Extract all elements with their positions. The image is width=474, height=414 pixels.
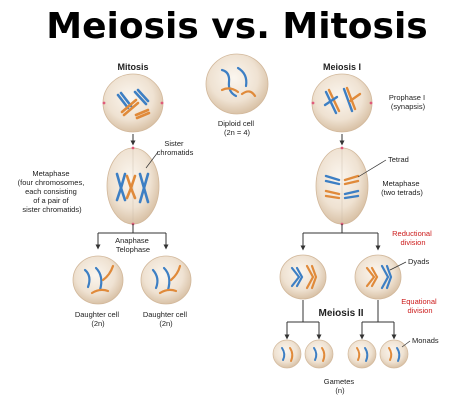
mitosis-split-bracket bbox=[95, 224, 169, 250]
meiosis-ii-split-bracket-right bbox=[359, 300, 397, 340]
meiosis-ii-split-bracket-left bbox=[284, 300, 322, 340]
meiosis-i-split-bracket bbox=[300, 224, 381, 251]
monads-label: Monads bbox=[412, 336, 439, 345]
daughter-cell-right bbox=[140, 255, 192, 305]
reductional-division-label: Reductional division bbox=[392, 229, 434, 247]
monad-cell-1 bbox=[272, 339, 302, 369]
meiosis-metaphase-cell bbox=[315, 146, 369, 226]
tetrad-pointer bbox=[357, 159, 387, 178]
meiosis-i-header: Meiosis I bbox=[323, 62, 361, 72]
tetrad-label: Tetrad bbox=[388, 155, 409, 164]
monad-cell-3 bbox=[347, 339, 377, 369]
prophase-i-label: Prophase I (synapsis) bbox=[389, 93, 427, 111]
sister-chromatids-label: Sister chromatids bbox=[157, 139, 194, 157]
monads-pointer bbox=[401, 340, 411, 348]
equational-division-label: Equational division bbox=[401, 297, 439, 315]
sister-chromatids-pointer bbox=[145, 151, 159, 169]
meiosis-metaphase-label: Metaphase (two tetrads) bbox=[381, 179, 423, 197]
meiosis-ii-header: Meiosis II bbox=[318, 308, 363, 319]
gametes-label: Gametes (n) bbox=[324, 377, 357, 395]
daughter-cell-left bbox=[72, 255, 124, 305]
page-title: Meiosis vs. Mitosis bbox=[46, 6, 427, 47]
dyads-label: Dyads bbox=[408, 257, 430, 266]
monad-cell-2 bbox=[304, 339, 334, 369]
dyad-cell-left bbox=[279, 254, 327, 300]
mitosis-metaphase-label: Metaphase (four chromosomes, each consis… bbox=[18, 169, 87, 214]
mitosis-prophase-cell bbox=[102, 73, 164, 133]
mitosis-header: Mitosis bbox=[117, 62, 148, 72]
dyad-cell-right bbox=[354, 254, 402, 300]
anaphase-telophase-label: Anaphase Telophase bbox=[115, 236, 151, 254]
diploid-cell-label: Diploid cell (2n = 4) bbox=[218, 119, 256, 137]
daughter-cell-left-label: Daughter cell (2n) bbox=[75, 310, 121, 328]
diploid-cell bbox=[205, 53, 269, 115]
meiosis-prophase-cell bbox=[311, 73, 373, 133]
dyads-pointer bbox=[389, 261, 407, 271]
mitosis-metaphase-cell bbox=[106, 146, 160, 226]
monad-cell-4 bbox=[379, 339, 409, 369]
daughter-cell-right-label: Daughter cell (2n) bbox=[143, 310, 189, 328]
